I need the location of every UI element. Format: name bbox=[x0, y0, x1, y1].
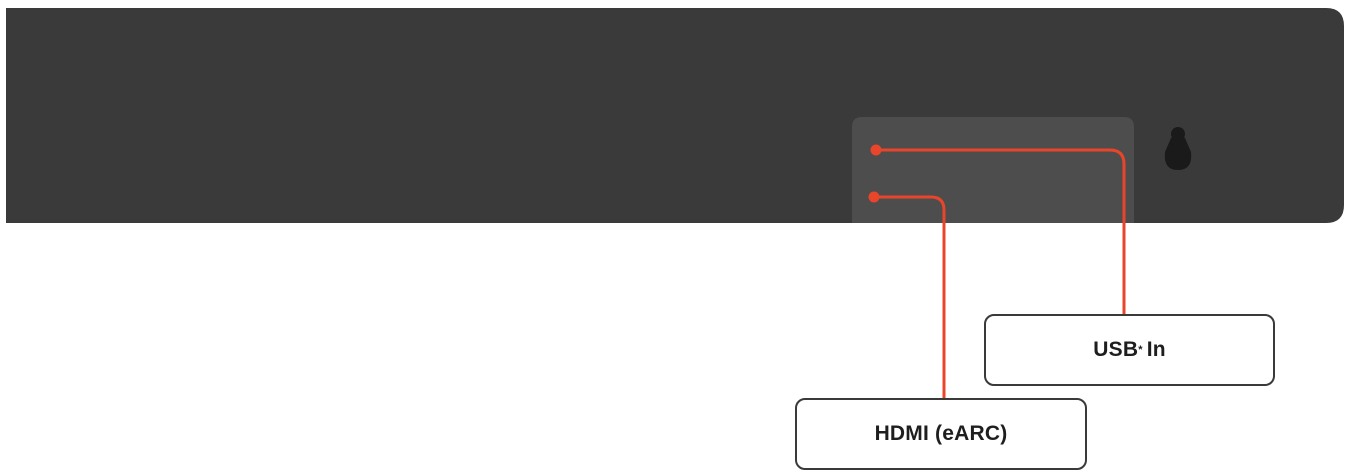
hdmi-port-dot bbox=[868, 191, 880, 203]
usb-label-text: USB bbox=[1093, 338, 1139, 361]
port-panel bbox=[852, 117, 1134, 223]
hdmi-earc-label: HDMI (eARC) bbox=[795, 398, 1087, 470]
hdmi-callout-line bbox=[872, 195, 946, 400]
usb-label-suffix: In bbox=[1146, 338, 1166, 361]
usb-in-label: USB*In bbox=[984, 314, 1275, 386]
usb-port-dot bbox=[870, 144, 882, 156]
usb-callout-line bbox=[874, 148, 1126, 316]
keyhole-mount-icon bbox=[1164, 127, 1192, 170]
hdmi-label-text: HDMI (eARC) bbox=[874, 422, 1008, 445]
device-body bbox=[6, 8, 1344, 223]
